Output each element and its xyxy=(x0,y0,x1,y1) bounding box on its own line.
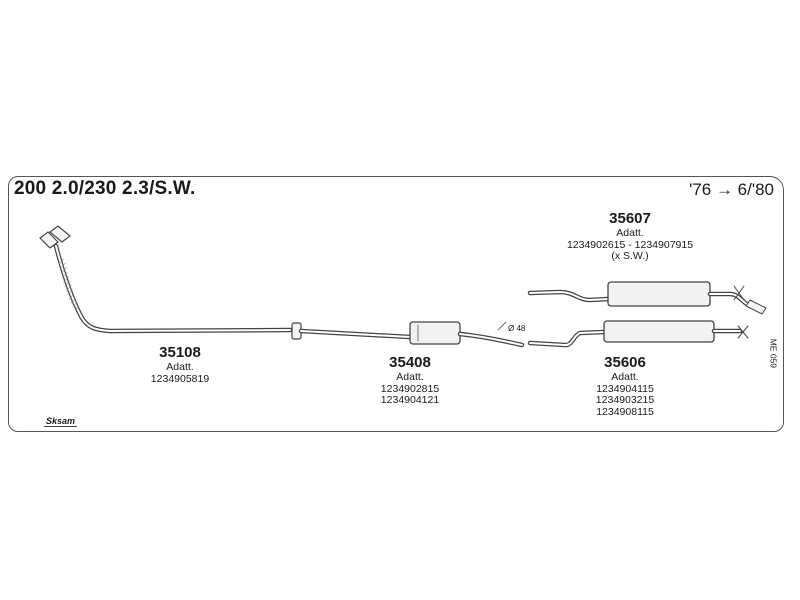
part-code: 1234908115 xyxy=(596,405,654,418)
part-code: 1234903215 xyxy=(595,394,655,406)
pipe-diameter-label: Ø 48 xyxy=(508,324,526,333)
part-label-35108: 35108 Adatt. 1234905819 xyxy=(125,344,235,385)
part-code: 1234902615 - 1234907915 xyxy=(566,238,694,251)
brand-logo: Sksam xyxy=(44,416,78,427)
part-label-35607: 35607 Adatt. 1234902615 - 1234907915 (x … xyxy=(525,210,735,263)
part-note: Adatt. xyxy=(396,371,424,383)
vehicle-title: 200 2.0/230 2.3/S.W. xyxy=(14,178,196,199)
part-number: 35606 xyxy=(604,354,646,371)
part-note: Adatt. xyxy=(166,361,194,373)
part-number: 35607 xyxy=(609,210,651,227)
part-qualifier: (x S.W.) xyxy=(611,250,649,262)
diagram-frame xyxy=(8,176,784,432)
rear-muffler-35606 xyxy=(527,320,749,348)
rear-muffler-35607 xyxy=(527,281,767,315)
part-code: 1234902815 xyxy=(380,382,440,395)
part-label-35606: 35606 Adatt. 1234904115 1234903215 12349… xyxy=(570,354,680,418)
part-label-35408: 35408 Adatt. 1234902815 1234904121 xyxy=(355,354,465,407)
middle-muffler-35408 xyxy=(409,321,525,348)
part-code: 1234905819 xyxy=(150,372,210,385)
part-note: Adatt. xyxy=(616,227,644,239)
model-years: '76 → 6/'80 xyxy=(689,180,774,199)
front-pipe-35108 xyxy=(39,225,413,340)
part-code: 1234904115 xyxy=(596,382,654,395)
part-code: 1234904121 xyxy=(380,394,440,406)
part-note: Adatt. xyxy=(611,371,639,383)
part-number: 35108 xyxy=(159,344,201,361)
part-number: 35408 xyxy=(389,354,431,371)
catalog-code: ME 059 xyxy=(768,338,778,368)
